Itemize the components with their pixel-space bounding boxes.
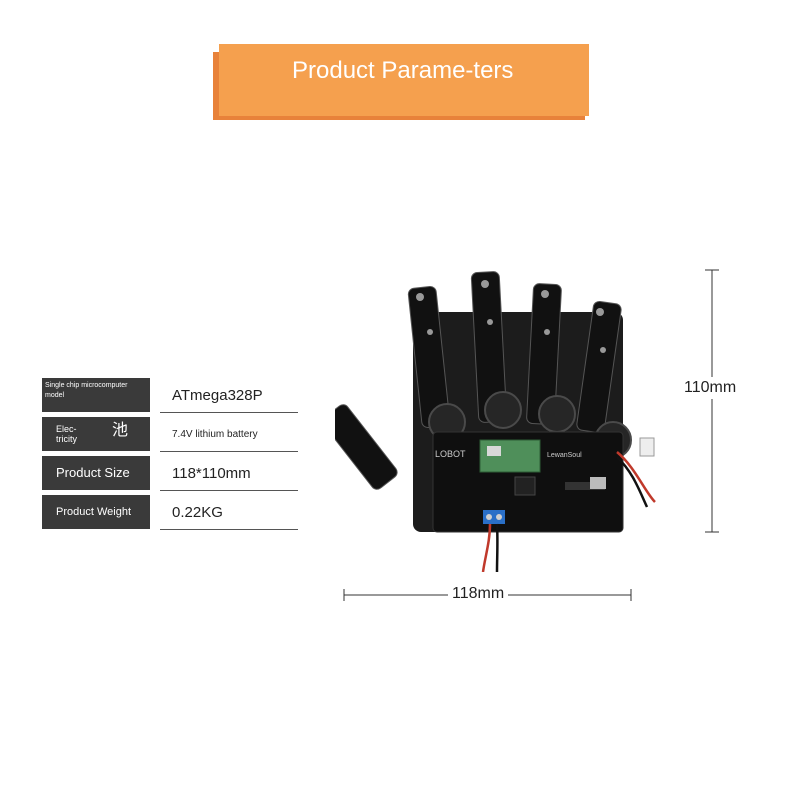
height-dimension-line — [705, 269, 719, 533]
banner-title: Product Parame-ters — [292, 57, 514, 84]
param-label: Product Size — [42, 456, 150, 490]
param-label-text: Elec-tricity — [56, 424, 77, 444]
param-row-weight: Product Weight 0.22KG — [42, 495, 298, 531]
param-label: Elec-tricity 池 — [42, 417, 150, 451]
param-label: Product Weight — [42, 495, 150, 529]
param-value: 7.4V lithium battery — [160, 417, 298, 452]
height-dimension-label: 110mm — [684, 377, 737, 399]
param-value: 0.22KG — [160, 495, 298, 530]
param-row-electricity: Elec-tricity 池 7.4V lithium battery — [42, 417, 298, 453]
param-row-size: Product Size 118*110mm — [42, 456, 298, 492]
board-brand-left: LOBOT — [435, 449, 466, 459]
width-dimension-label: 118mm — [448, 585, 509, 603]
param-label: Single chip microcomputer model — [42, 378, 150, 412]
param-row-mcu: Single chip microcomputer model ATmega32… — [42, 378, 298, 414]
title-banner: Product Parame-ters — [219, 44, 589, 116]
param-value: ATmega328P — [160, 378, 298, 413]
robot-hand-image: LOBOT LewanSoul — [335, 271, 656, 572]
param-label-glyph: 池 — [112, 420, 129, 439]
board-brand-right: LewanSoul — [547, 452, 582, 459]
param-value: 118*110mm — [160, 456, 298, 491]
parameter-table: Single chip microcomputer model ATmega32… — [42, 378, 298, 534]
